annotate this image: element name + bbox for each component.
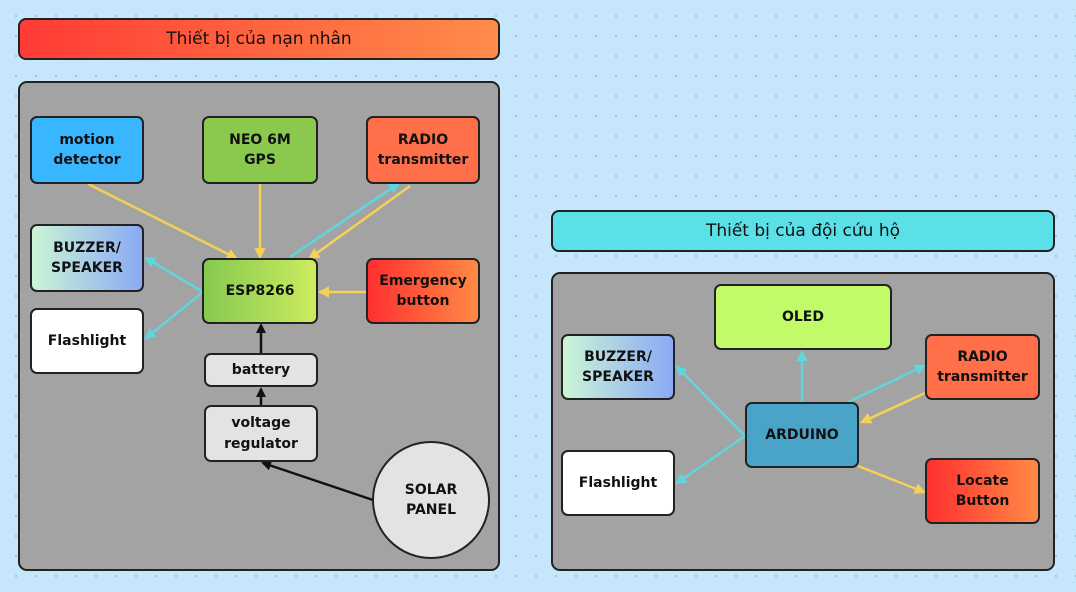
oled-node: OLED	[714, 284, 892, 350]
rescue-device-header: Thiết bị của đội cứu hộ	[551, 210, 1055, 252]
victim-device-header: Thiết bị của nạn nhân	[18, 18, 500, 60]
esp8266-node: ESP8266	[202, 258, 318, 324]
rescue-buzzer-speaker-node: BUZZER/SPEAKER	[561, 334, 675, 400]
arduino-node: ARDUINO	[745, 402, 859, 468]
buzzer-speaker-node: BUZZER/SPEAKER	[30, 224, 144, 292]
rescue-flashlight-node: Flashlight	[561, 450, 675, 516]
flashlight-node: Flashlight	[30, 308, 144, 374]
battery-node: battery	[204, 353, 318, 387]
victim-device-title: Thiết bị của nạn nhân	[166, 29, 352, 49]
rescue-device-title: Thiết bị của đội cứu hộ	[705, 221, 901, 241]
